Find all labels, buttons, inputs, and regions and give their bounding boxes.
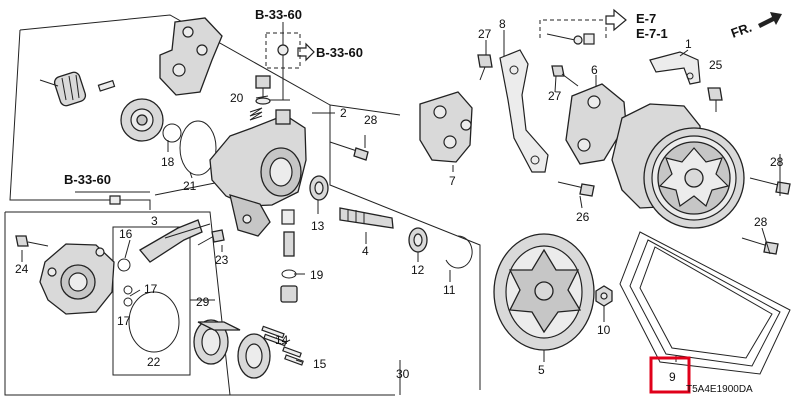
inlet-pipe-3-part (139, 219, 211, 263)
bracket-6-part (565, 83, 627, 165)
bolt-25-part (707, 87, 723, 101)
bolt-24-part (15, 235, 49, 247)
callout-30[interactable]: 30 (396, 367, 410, 381)
reference-right-label-a[interactable]: E-7 (636, 11, 656, 26)
callout-26[interactable]: 26 (576, 210, 590, 224)
callout-17-lower[interactable]: 17 (117, 314, 131, 328)
reference-top-left[interactable]: B-33-60 (255, 7, 302, 101)
callout-7[interactable]: 7 (449, 174, 456, 188)
callout-13[interactable]: 13 (311, 219, 325, 233)
callout-numbers: 1 2 3 4 5 6 7 8 9 10 11 12 13 14 15 16 1… (15, 17, 784, 384)
arrow-right-icon (297, 42, 315, 62)
bolt-28-left-part (329, 141, 369, 161)
callout-4[interactable]: 4 (362, 244, 369, 258)
callout-28-right-lower[interactable]: 28 (754, 215, 768, 229)
front-indicator: FR. (729, 12, 782, 41)
callout-21[interactable]: 21 (183, 179, 197, 193)
reference-top-middle-label[interactable]: B-33-60 (316, 45, 363, 60)
pump-cover-part (39, 243, 115, 315)
callout-6[interactable]: 6 (591, 63, 598, 77)
bracket-7-part (419, 91, 473, 163)
rotor-part (237, 333, 271, 379)
callout-15[interactable]: 15 (313, 357, 327, 371)
spring-seat-part (281, 209, 295, 257)
callout-24[interactable]: 24 (15, 262, 29, 276)
o-ring-21-part (179, 120, 217, 176)
callout-5[interactable]: 5 (538, 363, 545, 377)
callout-11[interactable]: 11 (443, 283, 456, 297)
callout-3[interactable]: 3 (151, 214, 158, 228)
callout-12[interactable]: 12 (411, 263, 425, 277)
bearing-12-part (408, 227, 428, 253)
reference-top-left-label[interactable]: B-33-60 (255, 7, 302, 22)
bolt-20-part (255, 75, 271, 105)
callout-8[interactable]: 8 (499, 17, 506, 31)
washer-icon (277, 44, 289, 56)
diagram-code: T5A4E1900DA (686, 384, 753, 395)
plug-part (280, 285, 298, 303)
callout-27-mid[interactable]: 27 (548, 89, 562, 103)
bolt-27-top-part (477, 54, 493, 81)
bracket-tab-icon (109, 195, 121, 205)
front-arrow-icon (758, 12, 782, 28)
o-ring-18-part (162, 123, 182, 143)
callout-1[interactable]: 1 (685, 37, 692, 51)
bolt-27-mid-part (551, 65, 579, 87)
oil-seal-13-part (309, 175, 329, 201)
strut-8-part (499, 49, 549, 173)
o-ring-22-part (128, 291, 180, 353)
pulley-5-part (493, 233, 595, 351)
bolt-28-right-lower-part (741, 237, 779, 255)
callout-27-top[interactable]: 27 (478, 27, 492, 41)
callout-10[interactable]: 10 (597, 323, 611, 337)
callout-19[interactable]: 19 (310, 268, 324, 282)
arrow-right-icon (605, 8, 627, 32)
bolt-26-part (557, 181, 595, 197)
reference-right[interactable]: E-7 E-7-1 (539, 8, 668, 45)
callout-16[interactable]: 16 (119, 227, 133, 241)
o-ring-17-part (123, 285, 133, 307)
stay-1-part (649, 51, 701, 85)
o-ring-16-part (117, 258, 131, 272)
pump-bracket-part (159, 17, 223, 96)
spring-part (249, 107, 263, 121)
pump-body-part (209, 109, 307, 237)
callout-17-upper[interactable]: 17 (144, 282, 158, 296)
vanes-14-15-part (261, 325, 304, 366)
callout-9[interactable]: 9 (669, 370, 676, 384)
bolt-23-part (197, 229, 225, 246)
callout-28-right-upper[interactable]: 28 (770, 155, 784, 169)
callout-22[interactable]: 22 (147, 355, 161, 369)
bearing-housing-18-part (120, 98, 164, 142)
callout-29[interactable]: 29 (196, 295, 210, 309)
outline-frames (4, 14, 481, 396)
reference-right-label-b[interactable]: E-7-1 (636, 26, 668, 41)
callout-20[interactable]: 20 (230, 91, 244, 105)
o-ring-19-part (281, 269, 297, 279)
cam-ring-part (193, 319, 241, 365)
callout-28-left[interactable]: 28 (364, 113, 378, 127)
callout-25[interactable]: 25 (709, 58, 723, 72)
v-belt-9-part (619, 231, 791, 375)
pump-assembly-part (611, 103, 745, 229)
callout-18[interactable]: 18 (161, 155, 175, 169)
callout-14[interactable]: 14 (275, 333, 289, 347)
reference-left[interactable]: B-33-60 (64, 172, 150, 205)
shaft-4-part (339, 207, 394, 229)
front-indicator-label: FR. (729, 20, 754, 41)
callout-2[interactable]: 2 (340, 106, 347, 120)
callout-23[interactable]: 23 (215, 253, 229, 267)
leader-lines (21, 30, 781, 363)
reference-top-middle[interactable]: B-33-60 (265, 32, 363, 69)
callout-9-highlight (649, 356, 691, 394)
nut-10-part (595, 285, 613, 307)
reservoir-cap-part (39, 71, 116, 107)
reference-left-label[interactable]: B-33-60 (64, 172, 111, 187)
bolt-28-right-upper-part (749, 177, 791, 195)
snap-ring-11-part (445, 235, 473, 269)
